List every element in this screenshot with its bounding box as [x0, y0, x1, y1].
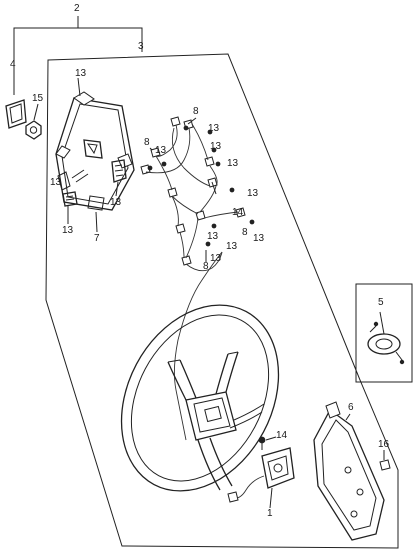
callout-7: 7 — [94, 233, 100, 244]
wiring-harness — [140, 116, 246, 441]
callout-13-f: 14 — [232, 207, 244, 218]
callout-13-e: 13 — [247, 188, 259, 199]
callout-16: 16 — [378, 439, 390, 450]
callout-13-a: 13 — [208, 123, 220, 134]
callout-13-h: 13 — [226, 241, 238, 252]
callout-13-i: 13 — [207, 231, 219, 242]
callout-13-c: 13 — [227, 158, 239, 169]
callout-13-b: 13 — [210, 141, 222, 152]
callout-12: 13 — [50, 177, 62, 188]
callout-15: 15 — [32, 93, 44, 104]
part-10-piece — [111, 159, 127, 183]
callout-10: 13 — [110, 197, 122, 208]
part-14-screw — [258, 436, 266, 450]
part-12-tab — [57, 171, 71, 191]
callout-4: 4 — [10, 59, 16, 70]
callout-8-c: 8 — [242, 227, 248, 238]
callout-13-d: 13 — [155, 145, 167, 156]
callout-11: 13 — [62, 225, 74, 236]
part-4-emblem — [5, 99, 27, 129]
callout-13-j: 13 — [210, 253, 222, 264]
part-9-pad — [55, 91, 135, 211]
part-11-clip — [62, 191, 78, 207]
callout-3: 3 — [138, 41, 144, 52]
part-15-nut — [25, 120, 42, 140]
part-5-contact-reel — [367, 321, 405, 365]
callout-8-b: 8 — [144, 137, 150, 148]
part-steering-wheel — [120, 304, 280, 492]
callout-2: 2 — [74, 3, 80, 14]
part-5-inset — [355, 283, 413, 383]
callout-5: 5 — [378, 297, 384, 308]
callout-9: 13 — [75, 68, 87, 79]
callout-1: 1 — [267, 508, 273, 519]
part-1-switch — [227, 447, 295, 503]
bracket-2 — [13, 16, 143, 38]
callout-14: 14 — [276, 430, 288, 441]
callout-8-d: 8 — [203, 261, 209, 272]
callout-8-a: 8 — [193, 106, 199, 117]
screw-set-13 — [147, 125, 255, 247]
callout-13-g: 13 — [253, 233, 265, 244]
callout-6: 6 — [348, 402, 354, 413]
part-6-rear-cover — [313, 401, 385, 541]
assembly-3-outline — [45, 53, 399, 549]
leader-lines — [33, 77, 385, 509]
part-16-bolt — [379, 459, 391, 471]
